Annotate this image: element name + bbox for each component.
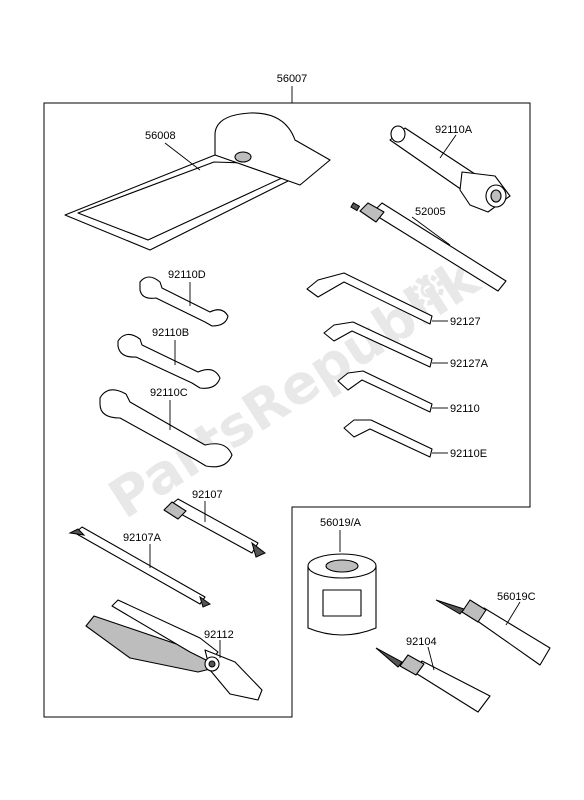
label-screwdriver: 92107 <box>192 489 223 501</box>
handle-bar: 52005 <box>350 202 507 292</box>
bond-tube-92104: 92104 <box>375 636 491 713</box>
label-wrench-b: 92110B <box>152 327 189 339</box>
hex-wrench-92127a: 92127A <box>323 321 489 370</box>
label-hex-4: 92110E <box>450 448 487 460</box>
label-grease-c: 56019C <box>497 591 536 603</box>
wrench-92110d: 92110D <box>139 269 229 327</box>
label-wrench-c: 92110C <box>150 387 188 399</box>
label-hex-2: 92127A <box>450 358 489 370</box>
hex-wrench-92110: 92110 <box>337 370 480 415</box>
wrench-92110c: 92110C <box>99 387 233 468</box>
label-bag: 56008 <box>145 130 176 142</box>
label-oil-filter: 56019/A <box>320 517 362 529</box>
label-hex-1: 92127 <box>450 316 481 328</box>
grease-tube-56019c: 56019C <box>435 591 551 666</box>
screwdriver-bit: 92107A <box>68 526 212 608</box>
label-spark-plug-wrench: 92110A <box>435 124 473 136</box>
tool-bag: 56008 <box>64 112 331 251</box>
kit-frame <box>43 102 531 718</box>
spark-plug-wrench: 92110A <box>389 124 511 213</box>
label-screwdriver-bit: 92107A <box>123 532 162 544</box>
wrench-92110b: 92110B <box>117 327 221 389</box>
screwdriver: 92107 <box>163 489 266 558</box>
label-hex-3: 92110 <box>450 403 480 415</box>
hex-wrench-92127: 92127 <box>306 272 481 328</box>
oil-filter: 56019/A <box>307 517 377 636</box>
hex-wrench-92110e: 92110E <box>343 419 487 460</box>
label-handle: 52005 <box>415 206 446 218</box>
label-bond: 92104 <box>406 636 437 648</box>
label-pliers: 92112 <box>204 629 234 641</box>
label-kit: 56007 <box>277 73 308 85</box>
label-wrench-d: 92110D <box>168 269 206 281</box>
pliers: 92112 <box>85 599 263 701</box>
gear-icon <box>412 274 444 306</box>
